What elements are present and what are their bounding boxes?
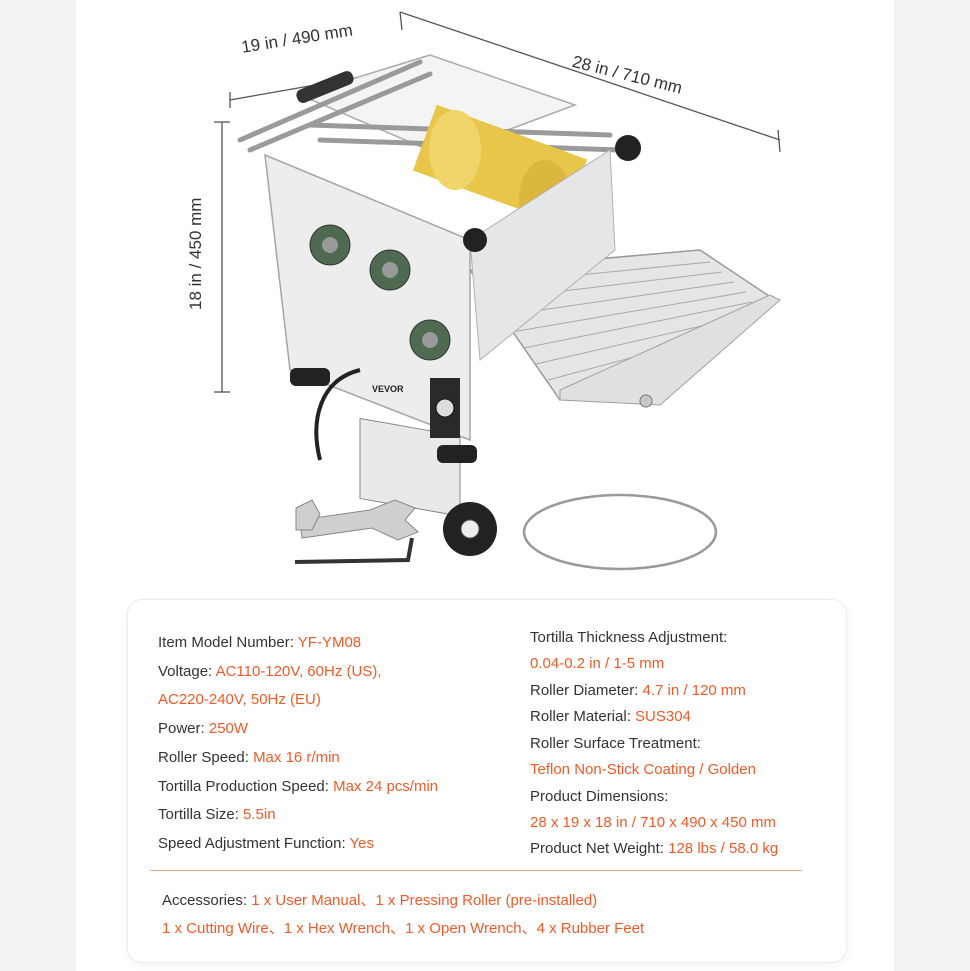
spec-label: Roller Diameter: <box>530 682 643 699</box>
spec-production-speed: Tortilla Production Speed: Max 24 pcs/mi… <box>158 778 438 796</box>
spec-voltage-eu: AC220-240V, 50Hz (EU) <box>158 691 321 709</box>
rubber-feet-icon <box>290 368 477 463</box>
speed-dial-icon <box>435 398 455 418</box>
right-panel <box>469 149 616 361</box>
power-cord <box>314 368 361 461</box>
spec-value: Teflon Non-Stick Coating / Golden <box>530 761 756 778</box>
spec-label: Roller Surface Treatment: <box>530 735 701 752</box>
spec-tortilla-size: Tortilla Size: 5.5in <box>158 806 276 824</box>
adjust-knob-icon <box>463 228 487 252</box>
spec-label: Voltage: <box>158 663 216 680</box>
spec-label: Roller Material: <box>530 708 636 725</box>
specs-card <box>128 600 846 962</box>
spec-value: AC110-120V, 60Hz (US), <box>215 663 382 680</box>
spec-surface-treatment-value: Teflon Non-Stick Coating / Golden <box>530 761 756 779</box>
spec-value: 28 x 19 x 18 in / 710 x 490 x 450 mm <box>530 814 776 831</box>
brand-label: VEVOR <box>372 384 404 394</box>
spec-value: SUS304 <box>635 708 691 725</box>
handle-grip <box>296 71 354 103</box>
support-arm <box>559 294 781 406</box>
open-wrench-icon <box>295 499 419 541</box>
spec-label: Roller Speed: <box>158 749 254 766</box>
spec-label: Speed Adjustment Function: <box>158 835 350 852</box>
pressing-roller-icon <box>443 502 497 556</box>
spec-value: AC220-240V, 50Hz (EU) <box>158 691 321 708</box>
spec-thickness-value: 0.04-0.2 in / 1-5 mm <box>530 655 664 673</box>
spec-dimensions-label: Product Dimensions: <box>530 788 668 806</box>
accessories-label: Accessories: <box>162 892 252 909</box>
spec-model-number: Item Model Number: YF-YM08 <box>158 634 361 652</box>
spec-speed-adjustment: Speed Adjustment Function: Yes <box>158 835 374 853</box>
spec-power: Power: 250W <box>158 720 248 738</box>
spec-value: Max 16 r/min <box>253 749 340 766</box>
spec-dimensions-value: 28 x 19 x 18 in / 710 x 490 x 450 mm <box>530 814 776 832</box>
accessories-line-2: 1 x Cutting Wire、1 x Hex Wrench、1 x Open… <box>162 920 644 938</box>
spec-label: Power: <box>158 720 209 737</box>
tortilla-machine-illustration: VEVOR <box>214 11 781 571</box>
accessories-value: 1 x Cutting Wire、1 x Hex Wrench、1 x Open… <box>162 920 645 937</box>
spec-value: 4.7 in / 120 mm <box>642 682 746 699</box>
spec-value: 5.5in <box>243 806 276 823</box>
spec-label: Item Model Number: <box>158 634 298 651</box>
spec-value: 250W <box>208 720 249 737</box>
spec-value: 128 lbs / 58.0 kg <box>668 840 779 857</box>
spec-value: Yes <box>349 835 374 852</box>
spec-label: Product Net Weight: <box>530 840 669 857</box>
control-box: VEVOR <box>359 378 461 517</box>
spec-surface-treatment-label: Roller Surface Treatment: <box>530 735 701 753</box>
bearing-icon <box>309 224 451 361</box>
support-arm-bolt <box>639 394 653 408</box>
spec-roller-diameter: Roller Diameter: 4.7 in / 120 mm <box>530 682 746 700</box>
hex-wrench-icon <box>294 537 414 564</box>
spec-roller-material: Roller Material: SUS304 <box>530 708 691 726</box>
spec-value: 0.04-0.2 in / 1-5 mm <box>530 655 665 672</box>
spec-roller-speed: Roller Speed: Max 16 r/min <box>158 749 340 767</box>
spec-voltage: Voltage: AC110-120V, 60Hz (US), <box>158 663 381 681</box>
accessories-value: 1 x User Manual、1 x Pressing Roller (pre… <box>251 892 598 909</box>
spec-value: Max 24 pcs/min <box>333 778 439 795</box>
spec-net-weight: Product Net Weight: 128 lbs / 58.0 kg <box>530 840 778 858</box>
spec-value: YF-YM08 <box>297 634 362 651</box>
adjust-knob-icon <box>615 135 641 161</box>
spec-thickness-label: Tortilla Thickness Adjustment: <box>530 629 727 647</box>
spec-label: Tortilla Thickness Adjustment: <box>530 629 728 646</box>
spec-label: Tortilla Production Speed: <box>158 778 334 795</box>
accessories-line-1: Accessories: 1 x User Manual、1 x Pressin… <box>162 892 597 910</box>
accessories-divider <box>150 870 802 871</box>
cutting-wire-icon <box>522 493 718 571</box>
spec-label: Product Dimensions: <box>530 788 669 805</box>
spec-label: Tortilla Size: <box>158 806 244 823</box>
